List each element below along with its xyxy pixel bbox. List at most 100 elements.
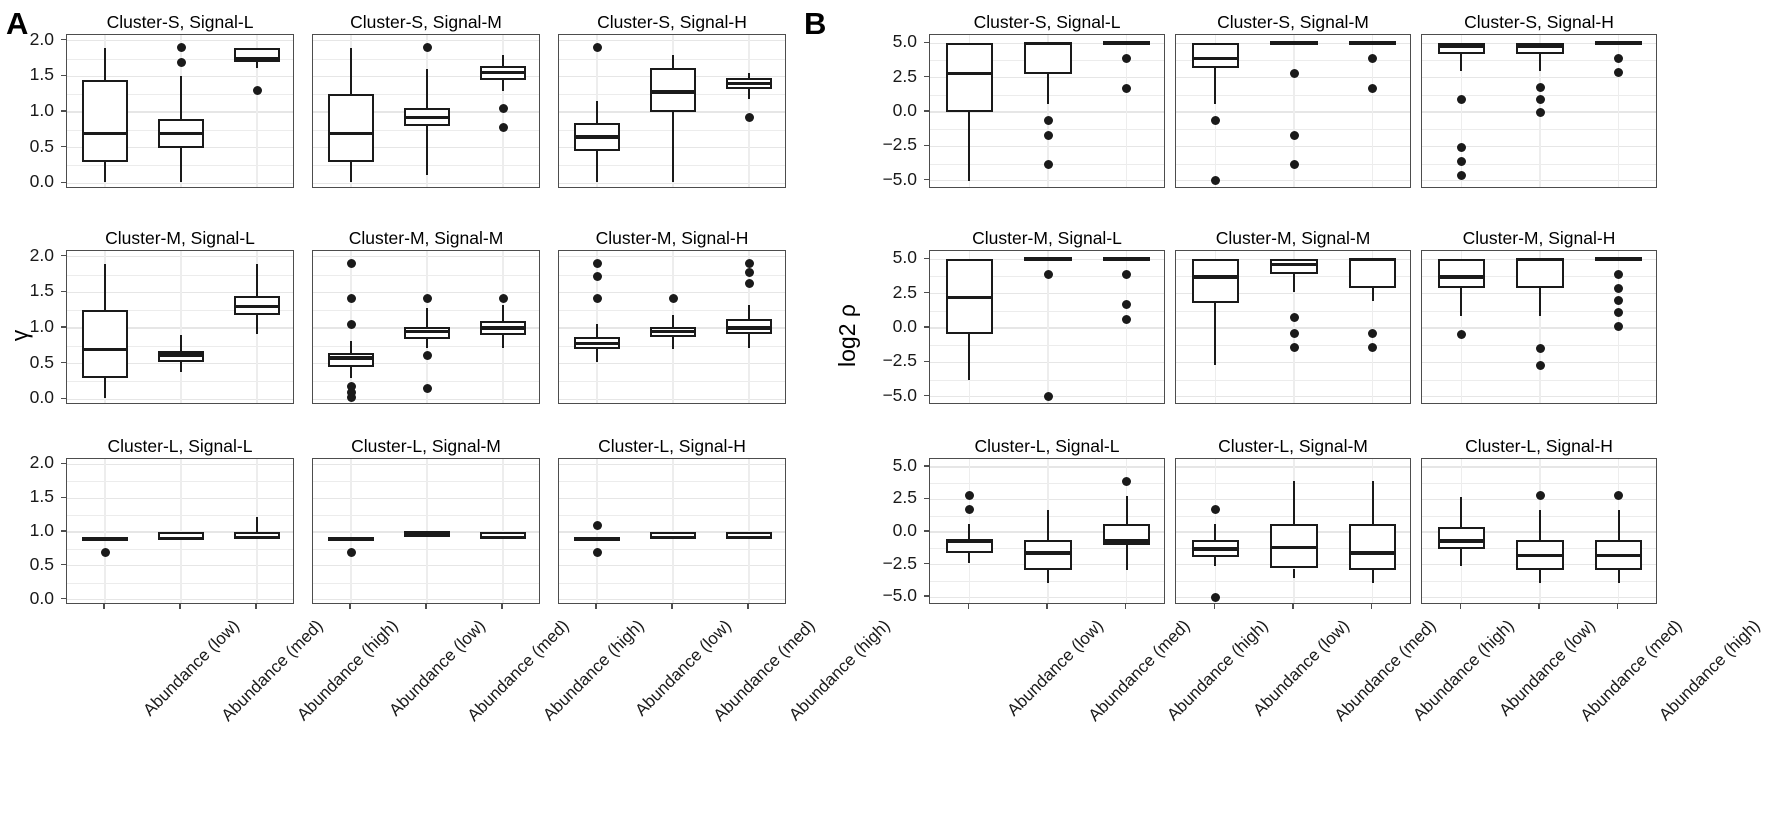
x-tick-mark xyxy=(747,604,749,609)
gridline-vertical xyxy=(1460,251,1462,403)
boxplot-whisker-upper xyxy=(1617,509,1620,540)
y-tick-mark xyxy=(924,497,929,500)
boxplot-whisker-upper xyxy=(1371,481,1374,525)
boxplot-whisker-lower xyxy=(1293,274,1295,293)
gridline-major xyxy=(67,497,293,499)
boxplot-outlier xyxy=(176,57,186,67)
boxplot-group xyxy=(1422,459,1656,603)
gridline-major xyxy=(67,463,293,466)
gridline-major xyxy=(559,565,785,567)
y-tick-label: 1.0 xyxy=(29,100,54,120)
boxplot-group xyxy=(559,35,785,187)
boxplot-median xyxy=(328,131,374,136)
gridline-minor xyxy=(1176,94,1410,96)
boxplot-outlier xyxy=(1368,53,1378,63)
plot-panel xyxy=(1175,250,1411,404)
boxplot-outlier xyxy=(1043,159,1053,169)
boxplot-outlier xyxy=(1210,176,1220,186)
gridline-major xyxy=(559,111,785,113)
gridline-major xyxy=(1176,498,1410,501)
gridline-major xyxy=(559,598,785,601)
gridline-major xyxy=(930,498,1164,501)
gridline-minor xyxy=(559,129,785,131)
boxplot-outlier xyxy=(744,279,754,289)
x-tick-mark xyxy=(1213,604,1216,609)
gridline-major xyxy=(313,363,539,365)
boxplot-outlier xyxy=(498,293,508,303)
gridline-minor xyxy=(559,345,785,347)
boxplot-median xyxy=(480,326,526,330)
boxplot-group xyxy=(1176,251,1410,403)
boxplot-box xyxy=(1349,259,1397,289)
boxplot-box xyxy=(1437,43,1485,55)
gridline-major xyxy=(313,565,539,567)
gridline-minor xyxy=(313,381,539,383)
gridline-major xyxy=(1176,596,1410,598)
gridline-vertical xyxy=(1293,35,1295,187)
gridline-vertical xyxy=(1126,251,1128,403)
boxplot-whisker-upper xyxy=(672,315,674,327)
boxplot-group xyxy=(1176,251,1410,403)
boxplot-median xyxy=(82,347,128,352)
gridline-minor xyxy=(67,165,293,167)
gridline-vertical xyxy=(748,35,750,187)
boxplot-median xyxy=(650,329,696,334)
gridline-minor xyxy=(1422,129,1656,131)
y-tick-label: −2.5 xyxy=(882,350,917,371)
boxplot-median xyxy=(945,539,993,543)
boxplot-group xyxy=(67,251,293,403)
gridline-minor xyxy=(67,548,293,550)
boxplot-group xyxy=(930,251,1164,403)
x-tick-mark xyxy=(1046,604,1048,609)
boxplot-outlier xyxy=(1456,157,1466,166)
boxplot-group xyxy=(313,459,539,603)
y-tick-mark xyxy=(61,290,66,293)
gridline-minor xyxy=(313,165,539,167)
plot-panel xyxy=(1421,458,1657,604)
boxplot-whisker-upper xyxy=(256,517,258,532)
gridline-minor xyxy=(313,481,539,483)
boxplot-outlier xyxy=(1210,592,1220,602)
boxplot-group xyxy=(930,35,1164,187)
boxplot-outlier xyxy=(1614,53,1624,63)
boxplot-outlier xyxy=(592,272,602,282)
boxplot-median xyxy=(82,131,128,136)
boxplot-median xyxy=(480,71,526,75)
boxplot-median xyxy=(1191,275,1239,279)
boxplot-outlier xyxy=(1614,308,1624,318)
y-tick-mark xyxy=(61,530,66,532)
boxplot-outlier xyxy=(346,319,356,329)
boxplot-outlier xyxy=(1456,143,1466,153)
boxplot-group xyxy=(67,35,293,187)
gridline-minor xyxy=(67,310,293,312)
boxplot-group xyxy=(930,459,1164,603)
gridline-major xyxy=(1422,145,1656,148)
y-tick-mark xyxy=(61,564,66,566)
gridline-major xyxy=(930,361,1164,364)
gridline-minor xyxy=(313,58,539,60)
boxplot-group xyxy=(559,459,785,603)
boxplot-median xyxy=(158,353,204,357)
gridline-minor xyxy=(1176,379,1410,381)
y-tick-label: 2.5 xyxy=(892,65,917,86)
facet-title: Cluster-M, Signal-L xyxy=(972,228,1122,248)
boxplot-whisker-lower xyxy=(1539,54,1541,71)
boxplot-group xyxy=(67,35,293,187)
gridline-major xyxy=(1422,180,1656,182)
gridline-minor xyxy=(1422,483,1656,485)
gridline-major xyxy=(1422,396,1656,398)
facet-title: Cluster-M, Signal-M xyxy=(348,228,504,248)
gridline-vertical xyxy=(502,459,504,603)
boxplot-group xyxy=(1422,35,1656,187)
boxplot-group xyxy=(313,251,539,403)
boxplot-box xyxy=(1270,259,1318,275)
boxplot-whisker-lower xyxy=(968,333,971,381)
y-tick-label: 5.0 xyxy=(892,454,917,475)
gridline-vertical xyxy=(748,459,750,603)
y-tick-label: −5.0 xyxy=(882,585,917,606)
boxplot-whisker-lower xyxy=(672,112,674,182)
gridline-major xyxy=(1176,180,1410,182)
boxplot-outlier xyxy=(592,293,602,303)
boxplot-whisker-lower xyxy=(1460,548,1463,566)
